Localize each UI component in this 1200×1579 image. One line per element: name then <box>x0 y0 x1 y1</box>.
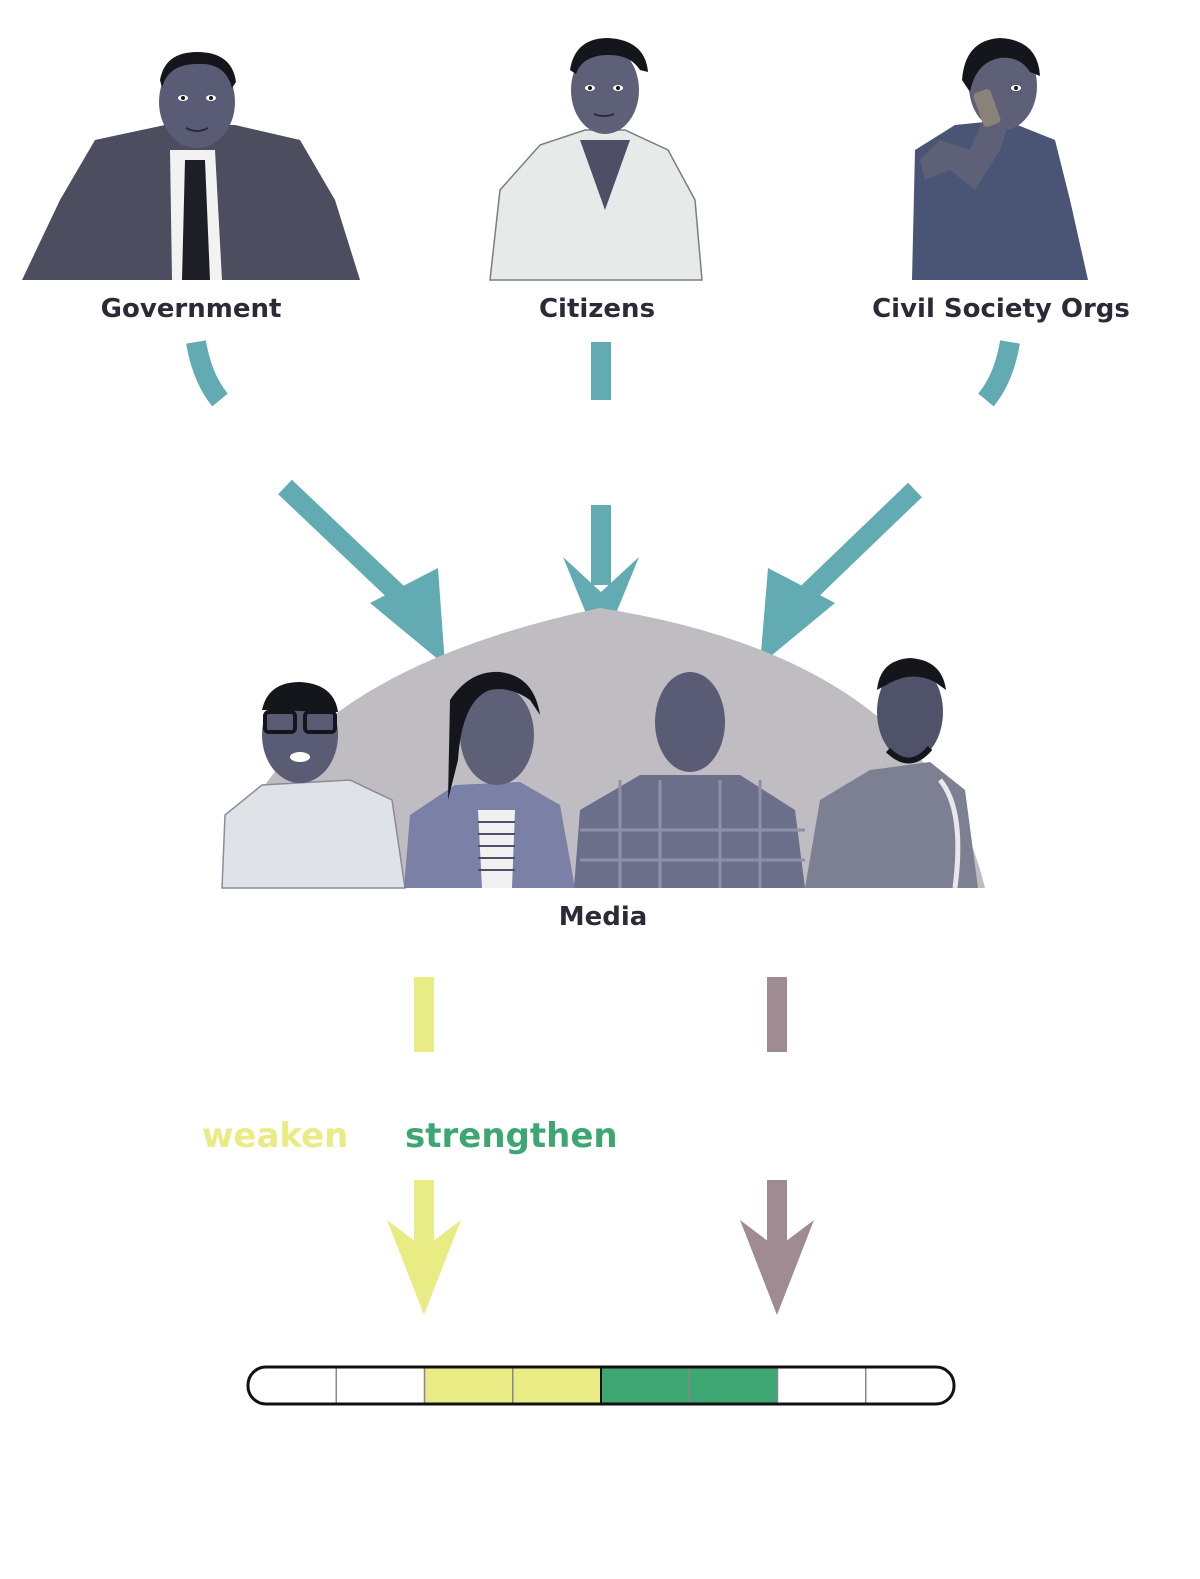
arrows-into-media <box>278 479 922 665</box>
media-group <box>221 608 985 889</box>
media-person-3 <box>574 672 805 888</box>
effect-arrows <box>387 1180 814 1315</box>
weaken-label: weaken <box>202 1116 349 1156</box>
actor-label-citizens: Citizens <box>538 294 656 324</box>
media-person-2 <box>404 671 575 888</box>
citizens-figure <box>489 38 703 281</box>
scale-segment <box>601 1367 690 1404</box>
scale-segment <box>424 1367 513 1404</box>
scale-segment <box>336 1367 425 1404</box>
actor-connectors <box>186 340 1020 407</box>
media-person-4 <box>805 658 978 889</box>
scale-bar <box>246 1365 956 1406</box>
scale-segment <box>512 1367 601 1404</box>
actor-label-government: Government <box>100 294 282 324</box>
scale-outline <box>246 1365 956 1406</box>
actor-label-civil-society: Civil Society Orgs <box>872 294 1130 324</box>
media-person-1 <box>221 682 406 889</box>
scale-segment <box>777 1367 866 1404</box>
strengthen-label: strengthen <box>405 1116 618 1156</box>
scale-segment <box>689 1367 778 1404</box>
scale-segment <box>248 1367 337 1404</box>
media-label: Media <box>558 902 648 932</box>
scale-segment <box>865 1367 954 1404</box>
government-figure <box>22 52 360 280</box>
civil-society-figure <box>912 38 1088 280</box>
effect-connectors <box>414 977 787 1052</box>
